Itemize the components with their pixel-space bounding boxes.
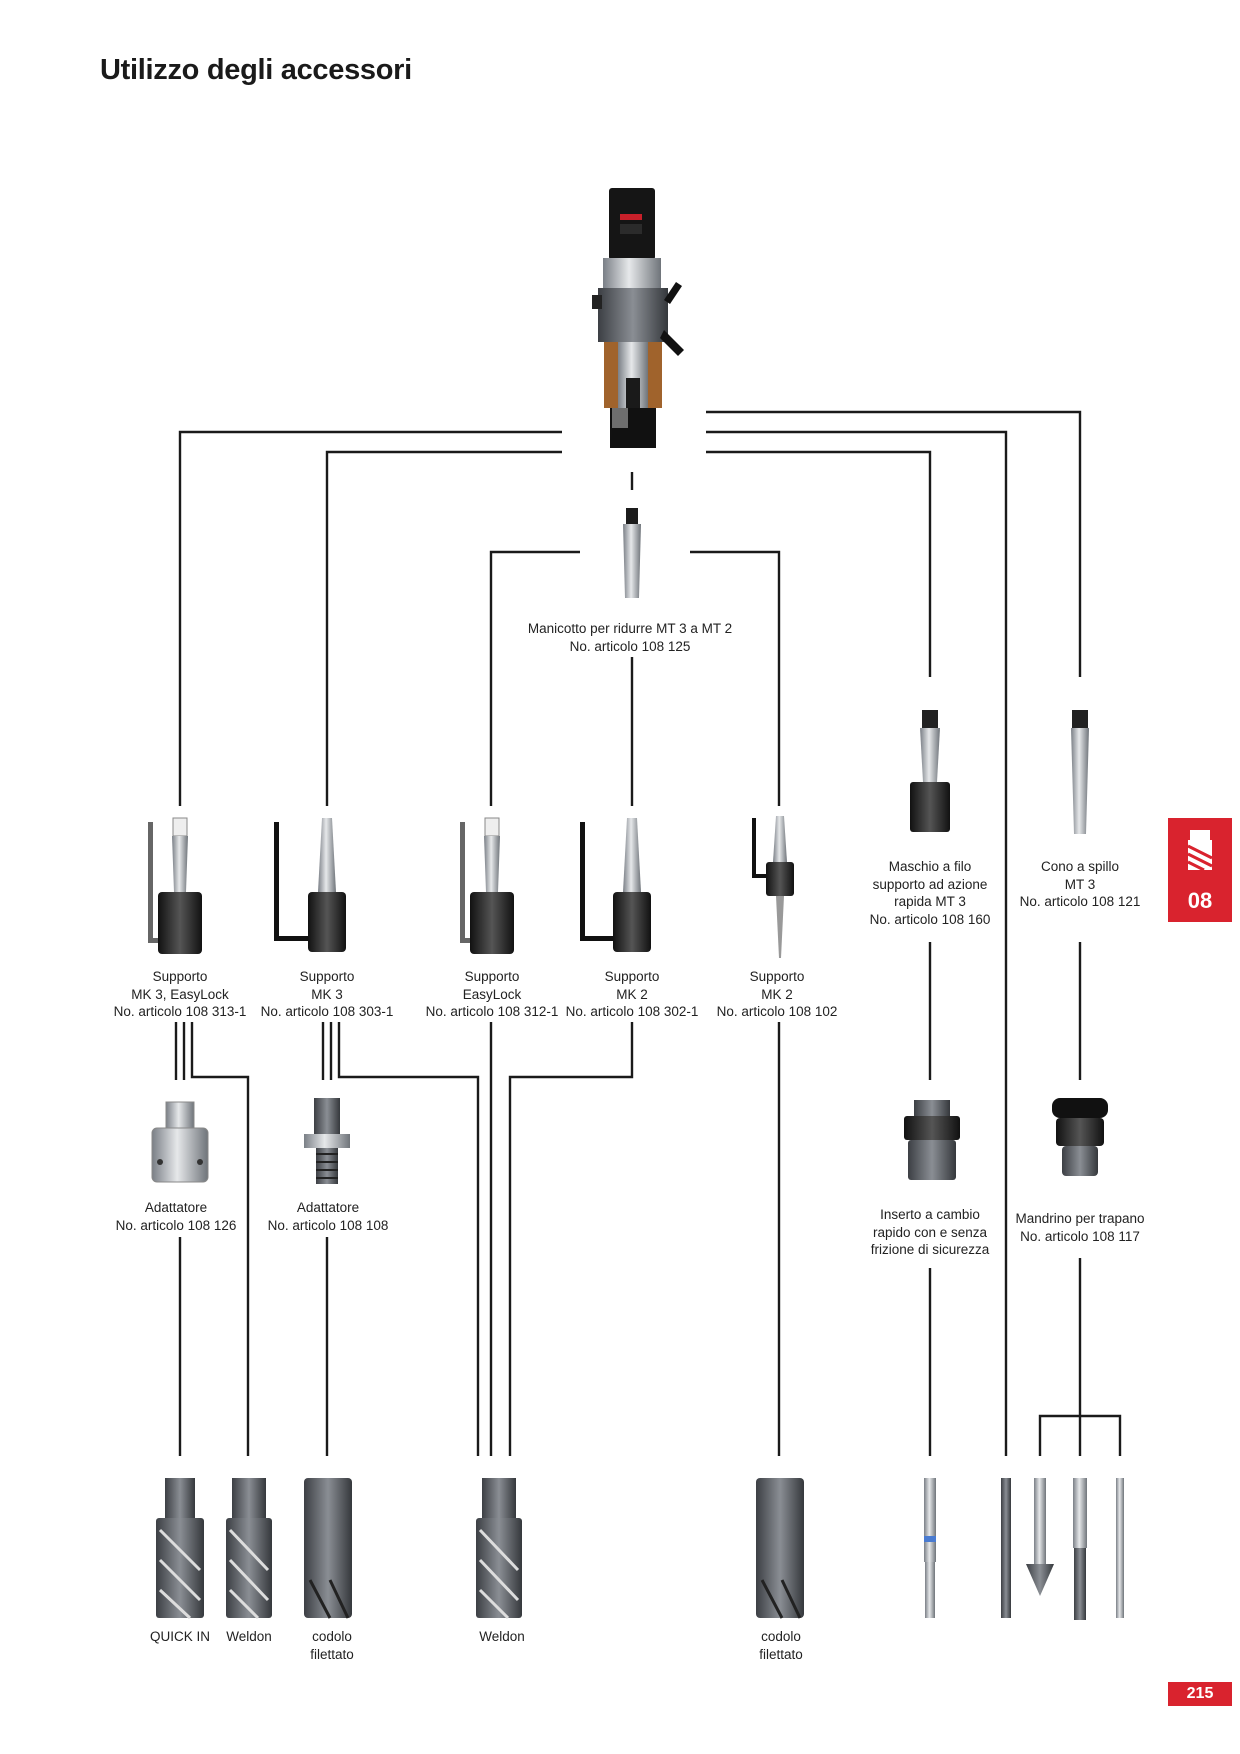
- holder-mk2-icon: [580, 818, 651, 952]
- label-cutter-4: Weldon: [479, 1629, 525, 1644]
- section-tab: 08: [1168, 818, 1232, 922]
- label-holder-1: Supporto MK 3, EasyLock No. articolo 108…: [113, 969, 247, 1019]
- twist-drill-icon: [1001, 1478, 1011, 1618]
- label-taper: Cono a spillo MT 3 No. articolo 108 121: [1019, 859, 1141, 909]
- label-holder-3: Supporto EasyLock No. articolo 108 312-1: [425, 969, 559, 1019]
- label-insert: Inserto a cambio rapido con e senza friz…: [870, 1207, 990, 1257]
- countersink-icon: [1026, 1478, 1054, 1596]
- page-title: Utilizzo degli accessori: [100, 54, 412, 86]
- holder-mk3-easylock-icon: [148, 817, 202, 954]
- label-cutter-5: codolo filettato: [759, 1629, 803, 1662]
- label-holder-5: Supporto MK 2 No. articolo 108 102: [716, 969, 838, 1019]
- small-drill-icon: [1116, 1478, 1124, 1618]
- holder-mk2-small-icon: [752, 816, 794, 958]
- label-chuck: Mandrino per trapano No. articolo 108 11…: [1015, 1211, 1145, 1244]
- tap-holder-icon: [910, 710, 950, 832]
- section-number: 08: [1187, 888, 1213, 913]
- label-cutter-1: QUICK IN: [149, 1629, 211, 1644]
- taper-icon: [1071, 710, 1089, 834]
- label-adapter-1: Adattatore No. articolo 108 126: [115, 1200, 237, 1233]
- core-cutter-threaded-2-icon: [756, 1478, 804, 1619]
- reducer-sleeve-icon: [623, 508, 641, 598]
- drill-chuck-icon: [1052, 1098, 1108, 1176]
- step-drill-icon: [1073, 1478, 1087, 1620]
- label-holder-2: Supporto MK 3 No. articolo 108 303-1: [260, 969, 394, 1019]
- label-cutter-2: Weldon: [226, 1629, 272, 1644]
- label-adapter-2: Adattatore No. articolo 108 108: [267, 1200, 389, 1233]
- core-drill-icon: [1187, 830, 1213, 872]
- holder-easylock-icon: [460, 817, 514, 954]
- label-holder-4: Supporto MK 2 No. articolo 108 302-1: [565, 969, 699, 1019]
- core-cutter-quick-in-icon: [156, 1478, 204, 1620]
- label-tap-holder: Maschio a filo supporto ad azione rapida…: [869, 859, 991, 927]
- quick-change-insert-icon: [904, 1100, 960, 1180]
- core-cutter-weldon-icon: [226, 1478, 272, 1620]
- label-reducer: Manicotto per ridurre MT 3 a MT 2 No. ar…: [527, 621, 733, 654]
- adapter-108108-icon: [304, 1098, 350, 1184]
- magnetic-drill-machine: [592, 188, 684, 448]
- page-number: 215: [1168, 1682, 1232, 1706]
- core-cutter-threaded-icon: [304, 1478, 352, 1619]
- adapter-108126-icon: [151, 1101, 209, 1183]
- connector-lines: [174, 410, 1122, 1456]
- label-cutter-3: codolo filettato: [310, 1629, 354, 1662]
- core-cutter-weldon-2-icon: [476, 1478, 522, 1620]
- holder-mk3-icon: [274, 818, 346, 952]
- tap-icon: [924, 1478, 936, 1618]
